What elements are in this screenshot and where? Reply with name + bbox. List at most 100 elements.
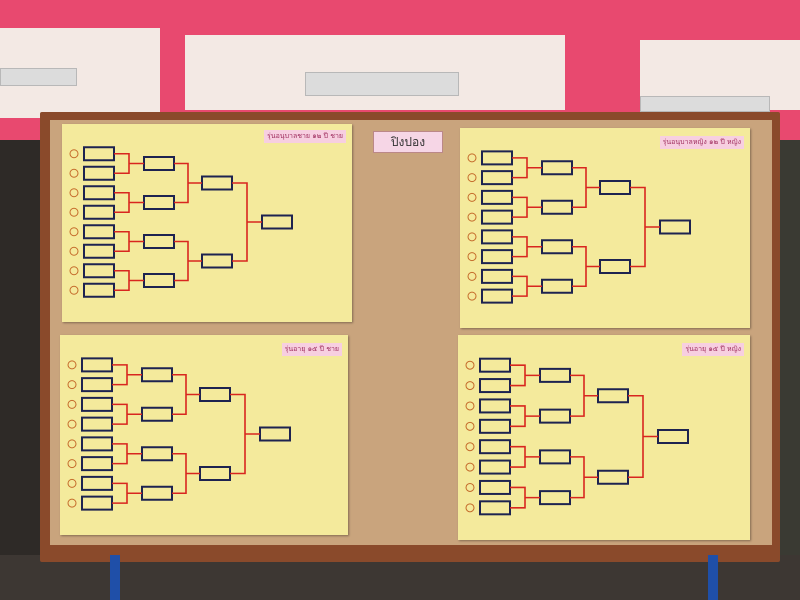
bracket-slot [199,466,231,481]
bracket-slot [481,189,513,205]
sheet-label: รุ่นอายุ ๑๕ ปี ชาย [281,343,342,356]
bracket-connector [512,157,542,179]
seed-circle [467,212,477,222]
bracket-slot [541,199,573,215]
seed-circle [67,478,77,488]
sheet-label: รุ่นอนุบาลหญิง ๑๒ ปี หญิง [659,136,744,149]
bracket-sheet-bottom-left: รุ่นอายุ ๑๕ ปี ชาย [60,335,348,535]
bracket-connector [512,275,542,297]
bracket-slot [143,195,175,210]
bracket-connector [174,240,202,282]
seed-circle [467,153,477,163]
bracket-diagram [465,357,689,516]
seed-circle [69,266,79,276]
seed-circle [67,459,77,469]
bracket-sheet-top-left: รุ่นอนุบาลชาย ๑๒ ปี ชาย [62,124,352,322]
seed-circle [69,188,79,198]
bracket-slot [479,357,511,373]
bracket-connector [114,230,144,253]
bracket-slot [481,209,513,225]
bracket-slot [479,439,511,455]
bracket-slot [261,214,293,230]
ceiling-light-right [640,96,770,112]
bracket-slot [597,388,629,404]
seed-circle [69,168,79,178]
bracket-slot [83,282,115,298]
bracket-connector [510,364,540,387]
bracket-slot [599,180,631,195]
seed-circle [69,246,79,256]
bracket-connector [230,393,260,475]
bracket-slot [83,204,115,220]
bracket-slot [141,406,173,422]
bracket-slot [83,263,115,279]
bracket-slot [141,485,173,501]
seed-circle [465,401,475,411]
bracket-connector [112,482,142,504]
bracket-slot [81,436,113,452]
bracket-slot [481,229,513,245]
bracket-slot [83,224,115,240]
bracket-connector [114,269,144,292]
bracket-slot [81,456,113,472]
bracket-connector [510,405,540,428]
bracket-connector [630,186,660,268]
board-title: ปิงปอง [373,131,443,153]
bracket-connector [570,374,598,417]
board-leg-right [708,555,718,600]
seed-circle [67,419,77,429]
bracket-sheet-bottom-right: รุ่นอายุ ๑๕ ปี หญิง [458,335,750,540]
bracket-diagram [67,357,291,511]
bracket-slot [259,426,291,442]
bracket-slot [143,156,175,171]
bracket-slot [143,234,175,249]
seed-circle [465,360,475,370]
bracket-connector [174,162,202,204]
ceiling-light-center [305,72,459,96]
seed-circle [69,149,79,159]
bracket-connector [512,236,542,258]
seed-circle [69,207,79,217]
bracket-slot [83,185,115,201]
bracket-slot [539,408,571,424]
bracket-slot [479,418,511,434]
bracket-connector [172,452,200,495]
bracket-slot [541,278,573,294]
bracket-sheet-top-right: รุ่นอนุบาลหญิง ๑๒ ปี หญิง [460,128,750,328]
bracket-slot [481,170,513,186]
bracket-slot [657,429,689,444]
bracket-slot [81,396,113,412]
seed-circle [467,291,477,301]
bracket-slot [81,416,113,432]
seed-circle [67,439,77,449]
seed-circle [467,252,477,262]
seed-circle [465,421,475,431]
bracket-slot [143,273,175,288]
sheet-label: รุ่นอายุ ๑๕ ปี หญิง [682,343,744,356]
seed-circle [467,192,477,202]
bracket-slot [81,377,113,393]
bracket-slot [141,367,173,383]
bracket-connector [572,166,600,209]
bracket-connector [570,456,598,499]
floor [0,555,800,600]
seed-circle [67,380,77,390]
bracket-slot [81,357,113,373]
seed-circle [465,482,475,492]
bracket-slot [479,398,511,414]
bracket-slot [81,475,113,491]
board-leg-left [110,555,120,600]
bracket-slot [481,249,513,265]
bracket-slot [83,165,115,181]
bracket-slot [597,469,629,485]
seed-circle [69,285,79,295]
bracket-connector [172,373,200,416]
sheet-label: รุ่นอนุบาลชาย ๑๒ ปี ชาย [264,130,346,143]
seed-circle [465,442,475,452]
bracket-slot [481,150,513,166]
bracket-connector [628,394,658,479]
bracket-connector [114,152,144,175]
bracket-slot [479,378,511,394]
bracket-slot [479,479,511,495]
bracket-connector [114,191,144,214]
